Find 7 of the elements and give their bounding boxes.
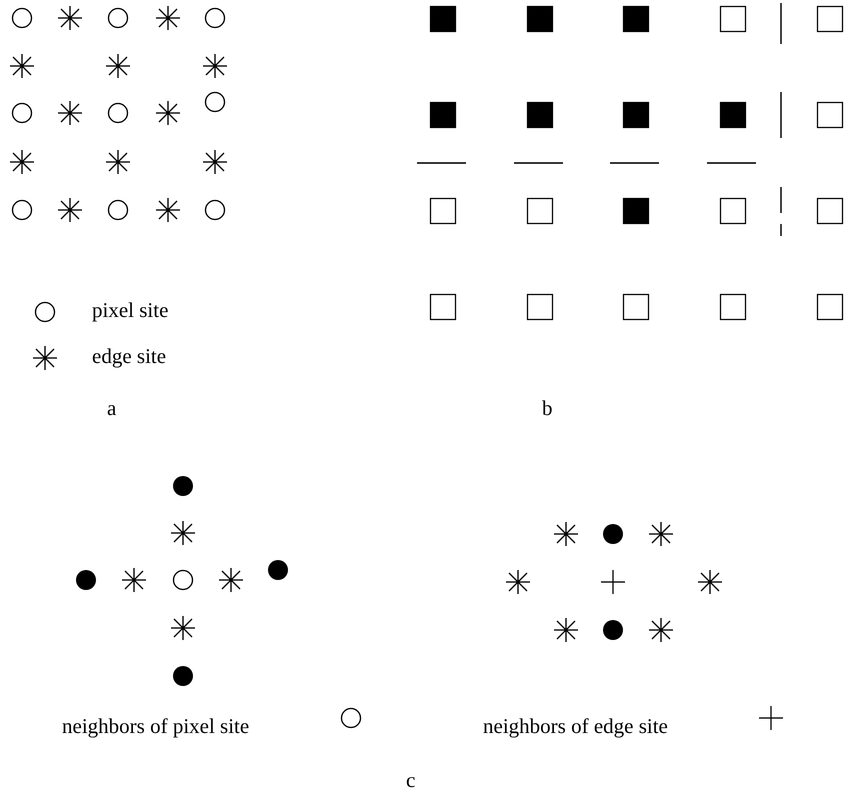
panel-label: a	[107, 396, 116, 420]
legend-label: pixel site	[92, 298, 168, 322]
panel-label: b	[542, 396, 552, 420]
legend-label: edge site	[92, 344, 166, 368]
panel-label: c	[406, 768, 416, 792]
caption-text: neighbors of edge site	[483, 714, 668, 738]
caption-text: neighbors of pixel site	[62, 714, 250, 738]
